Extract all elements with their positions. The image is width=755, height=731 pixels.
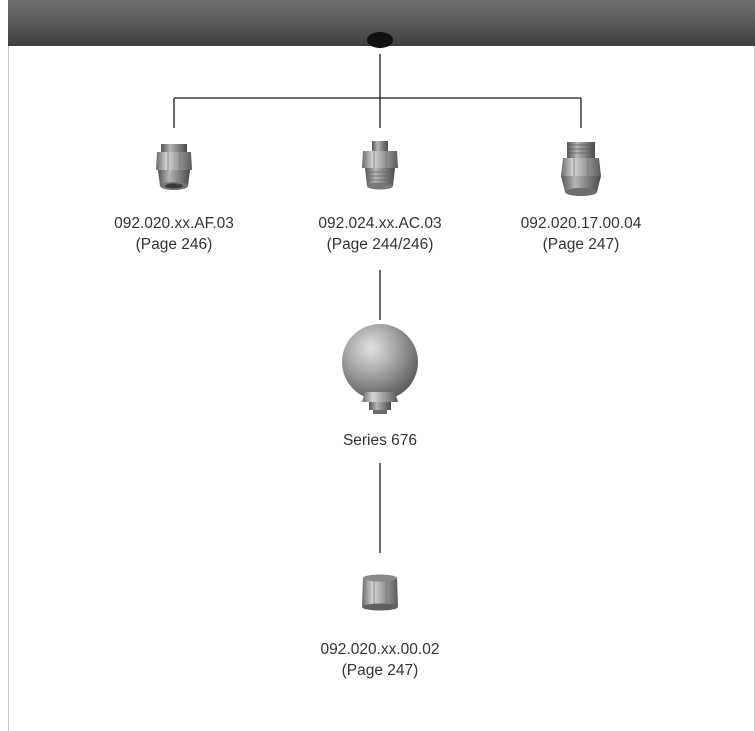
label-left: 092.020.xx.AF.03 (Page 246) — [74, 213, 274, 255]
pipe-outlet-icon — [367, 32, 393, 48]
page-reference: (Page 247) — [341, 662, 419, 679]
page-reference: (Page 247) — [542, 236, 620, 253]
label-right: 092.020.17.00.04 (Page 247) — [481, 213, 681, 255]
part-code: 092.020.17.00.04 — [520, 215, 642, 232]
page-reference: (Page 246) — [135, 236, 213, 253]
label-center: 092.024.xx.AC.03 (Page 244/246) — [280, 213, 480, 255]
spherical-nozzle-icon — [342, 324, 418, 414]
threaded-nipple-icon — [561, 142, 601, 196]
hex-nut-fitting-icon — [362, 574, 398, 611]
hex-adapter-fitting-icon — [362, 141, 398, 190]
part-code: 092.020.xx.AF.03 — [114, 215, 234, 232]
page-reference: (Page 244/246) — [326, 236, 434, 253]
series-name: Series 676 — [342, 432, 418, 449]
label-nozzle: Series 676 — [280, 430, 480, 451]
part-code: 092.020.xx.00.02 — [320, 641, 440, 658]
label-bottom: 092.020.xx.00.02 (Page 247) — [280, 639, 480, 681]
part-code: 092.024.xx.AC.03 — [318, 215, 442, 232]
hex-adapter-fitting-icon — [156, 144, 192, 190]
